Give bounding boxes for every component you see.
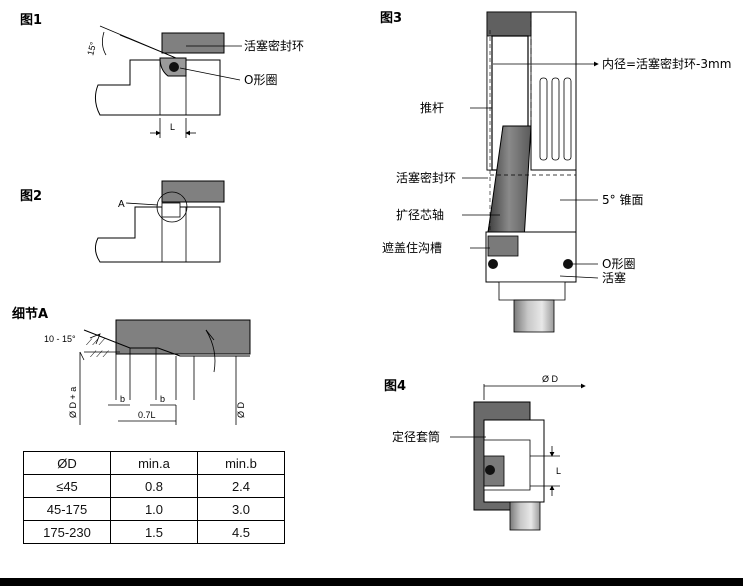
detail-a-angle-label: 10 - 15°: [44, 334, 76, 344]
fig2-marker-a: A: [118, 199, 125, 210]
fig4-length-label: L: [556, 466, 561, 476]
detail-a-b2: b: [160, 394, 165, 404]
cell-min-a: 0.8: [110, 474, 198, 498]
fig1-seal-callout: 活塞密封环: [244, 38, 304, 53]
col-header-min-a: min.a: [110, 451, 198, 475]
fig3-groove-callout: 遮盖住沟槽: [382, 240, 442, 255]
cell-diameter: 45-175: [23, 497, 111, 521]
fig1-title: 图1: [20, 13, 42, 28]
fig4-sleeve-callout: 定径套筒: [392, 429, 440, 444]
fig2-title: 图2: [20, 189, 42, 204]
detail-a-title: 细节A: [12, 306, 48, 322]
spec-table: ØD min.a min.b ≤45 0.8 2.4 45-175 1.0 3.…: [23, 451, 285, 544]
fig1-angle-label: 15°: [85, 40, 98, 56]
fig1-length-label: L: [170, 122, 175, 132]
cell-diameter: 175-230: [23, 520, 111, 544]
fig3-piston-rod: [513, 299, 555, 333]
detail-a-circle: [156, 191, 188, 223]
fig3-o-ring-left: [488, 259, 498, 269]
fig3-oring-callout: O形圈: [602, 257, 635, 271]
figure-4: [450, 383, 586, 531]
figure-2: [94, 180, 225, 263]
fig4-title: 图4: [384, 379, 406, 394]
fig3-mandrel-callout: 扩径芯轴: [396, 207, 444, 222]
fig4-diameter-label: Ø D: [542, 374, 559, 384]
svg-text:⟋⟋⟋: ⟋⟋⟋: [90, 349, 110, 359]
fig3-seal-callout: 活塞密封环: [396, 170, 456, 185]
detail-a: ⟋⟋⟋ ⟋⟋⟋: [79, 319, 251, 425]
fig2-housing: [161, 180, 225, 203]
table-row: ≤45 0.8 2.4: [23, 474, 285, 498]
detail-a-07l: 0.7L: [138, 410, 156, 420]
svg-text:⟋⟋⟋: ⟋⟋⟋: [86, 337, 106, 347]
fig1-piston: [94, 59, 221, 116]
figure-1: [94, 25, 242, 138]
fig3-push-rod-callout: 推杆: [420, 101, 444, 115]
table-row: 175-230 1.5 4.5: [23, 520, 285, 544]
cell-min-b: 2.4: [197, 474, 285, 498]
fig3-seal-ring: [487, 235, 519, 257]
detail-a-housing: [115, 319, 251, 355]
spec-table-header: ØD min.a min.b: [23, 451, 285, 475]
fig1-housing: [161, 32, 225, 54]
fig3-inner-dia-callout: 内径=活塞密封环-3mm: [602, 56, 731, 71]
cell-min-a: 1.5: [110, 520, 198, 544]
cell-min-a: 1.0: [110, 497, 198, 521]
detail-a-d: Ø D: [236, 401, 246, 418]
cell-min-b: 3.0: [197, 497, 285, 521]
fig4-o-ring: [485, 465, 495, 475]
table-row: 45-175 1.0 3.0: [23, 497, 285, 521]
fig3-title: 图3: [380, 11, 402, 26]
col-header-diameter: ØD: [23, 451, 111, 475]
figure-3: [462, 11, 599, 333]
bottom-rule: [0, 578, 743, 586]
col-header-min-b: min.b: [197, 451, 285, 475]
fig2-piston: [94, 206, 221, 263]
fig3-cone-callout: 5° 锥面: [602, 193, 643, 207]
cell-diameter: ≤45: [23, 474, 111, 498]
detail-a-b1: b: [120, 394, 125, 404]
detail-a-da: Ø D + a: [68, 387, 78, 418]
cell-min-b: 4.5: [197, 520, 285, 544]
fig3-piston-callout: 活塞: [602, 270, 626, 285]
fig3-o-ring-right: [563, 259, 573, 269]
fig1-o-ring: [169, 62, 179, 72]
fig1-oring-callout: O形圈: [244, 73, 277, 87]
